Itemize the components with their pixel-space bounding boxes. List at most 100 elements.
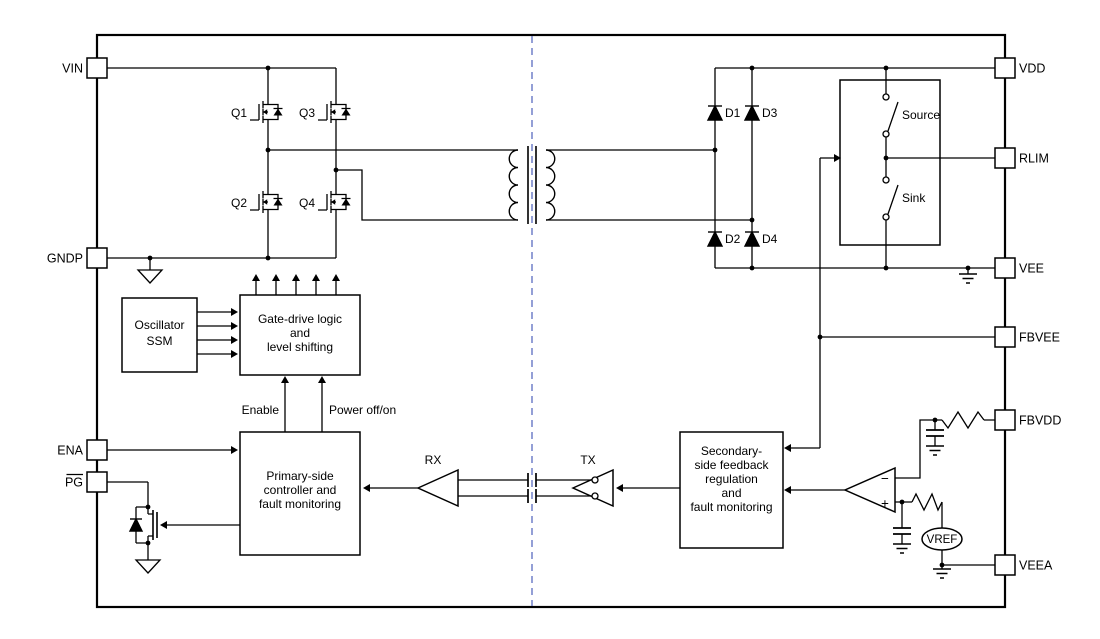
diode-d3 (743, 104, 761, 121)
arrow-osc-1 (231, 308, 238, 316)
diode-d4 (743, 230, 761, 247)
gate-drive-text-1: Gate-drive logic (258, 312, 342, 326)
pg-fet-body-diode (128, 517, 144, 532)
ic-boundary (95, 33, 1007, 609)
sink-label: Sink (902, 191, 926, 205)
transformer-core (527, 146, 537, 224)
transformer-secondary-winding (545, 149, 556, 221)
source-label: Source (902, 108, 940, 122)
pin-fbvdd-label: FBVDD (1019, 414, 1061, 428)
sink-switch (882, 176, 890, 221)
pin-veea-label: VEEA (1019, 559, 1053, 573)
arrow-pg-gate (160, 521, 167, 529)
oscillator-text-1: Oscillator (134, 318, 184, 332)
ground-signal-pg (134, 559, 162, 574)
pin-rlim-pad (994, 147, 1016, 169)
primary-controller-text-1: Primary-side (266, 469, 334, 483)
fbvee-wiring (790, 157, 995, 449)
arrowheads (160, 154, 841, 529)
primary-controller-text-3: fault monitoring (259, 497, 341, 511)
arrow-ena (231, 446, 238, 454)
q2-label: Q2 (231, 196, 247, 210)
source-switch (882, 93, 890, 138)
transformer-primary-wiring (268, 149, 518, 221)
pg-output-wiring (107, 481, 240, 560)
pin-fbvdd-pad (994, 409, 1016, 431)
resistor-vref (911, 492, 943, 512)
arrow-osc-4 (231, 350, 238, 358)
pin-vee-label: VEE (1019, 262, 1044, 276)
secondary-feedback-text-1: Secondary- (701, 444, 762, 458)
ground-earth-fbvdd (926, 445, 944, 456)
tx-buffer (571, 468, 614, 508)
secondary-feedback-text-2: side feedback (694, 458, 769, 472)
arrow-tx-in (616, 484, 623, 492)
arrow-gate-2 (272, 274, 280, 281)
pin-veea-pad (994, 554, 1016, 576)
arrow-rx-out (363, 484, 370, 492)
pin-ena-pad (86, 439, 108, 461)
arrow-gate-5 (332, 274, 340, 281)
control-arrow-lines (107, 281, 337, 451)
pin-fbvee-pad (994, 326, 1016, 348)
opamp-minus-label: − (881, 471, 889, 486)
arrow-opamp-out (784, 486, 791, 494)
pin-ena-label: ENA (57, 444, 83, 458)
rx-label: RX (425, 453, 442, 467)
pin-vdd-pad (994, 57, 1016, 79)
transistor-q2 (249, 181, 284, 223)
fbvdd-wiring (895, 419, 995, 479)
transistor-q4 (317, 181, 352, 223)
arrow-rlim-control (834, 154, 841, 162)
ground-signal-gndp (136, 269, 164, 284)
power-label: Power off/on (329, 403, 396, 417)
isolation-channel-wiring (369, 479, 680, 497)
tx-terminal-circles (591, 476, 599, 500)
diode-d2 (706, 230, 724, 247)
transformer (508, 146, 556, 224)
oscillator-text-2: SSM (146, 334, 172, 348)
transistor-q3 (317, 91, 352, 133)
secondary-feedback-text-3: regulation (705, 472, 758, 486)
arrow-gate-1 (252, 274, 260, 281)
pin-pg-pad (86, 471, 108, 493)
arrow-osc-3 (231, 336, 238, 344)
arrow-fbvee-feedback (784, 444, 791, 452)
capacitor-fbvdd (926, 429, 944, 437)
capacitor-comp (893, 527, 911, 535)
q1-label: Q1 (231, 106, 247, 120)
arrow-gate-4 (312, 274, 320, 281)
ground-earth-comp (893, 543, 911, 554)
secondary-feedback-block (679, 431, 784, 549)
gate-drive-text-2: and (290, 326, 310, 340)
pin-fbvee-label: FBVEE (1019, 331, 1060, 345)
pin-pg-label: PG (65, 476, 83, 490)
pg-pulldown-fet (152, 510, 158, 540)
gate-drive-text-3: level shifting (267, 340, 333, 354)
d3-label: D3 (762, 106, 778, 120)
arrow-gate-3 (292, 274, 300, 281)
q3-label: Q3 (299, 106, 315, 120)
opamp (843, 466, 896, 514)
q4-label: Q4 (299, 196, 315, 210)
pin-gndp-pad (86, 247, 108, 269)
arrow-enable (281, 376, 289, 383)
ground-earth-vref (933, 568, 951, 579)
arrow-osc-2 (231, 322, 238, 330)
secondary-feedback-text-4: and (721, 486, 741, 500)
vref-label: VREF (927, 534, 958, 546)
junction-dots (145, 65, 971, 568)
isolation-capacitor-plates (527, 473, 537, 503)
oscillator-block (121, 297, 198, 373)
transformer-primary-winding (508, 149, 519, 221)
arrow-power (318, 376, 326, 383)
diode-d1 (706, 104, 724, 121)
secondary-feedback-text-5: fault monitoring (690, 500, 772, 514)
d2-label: D2 (725, 232, 741, 246)
primary-bridge-wiring (107, 67, 337, 270)
primary-controller-block (239, 431, 361, 556)
opamp-plus-label: + (881, 496, 889, 511)
gate-drive-block (239, 294, 361, 376)
